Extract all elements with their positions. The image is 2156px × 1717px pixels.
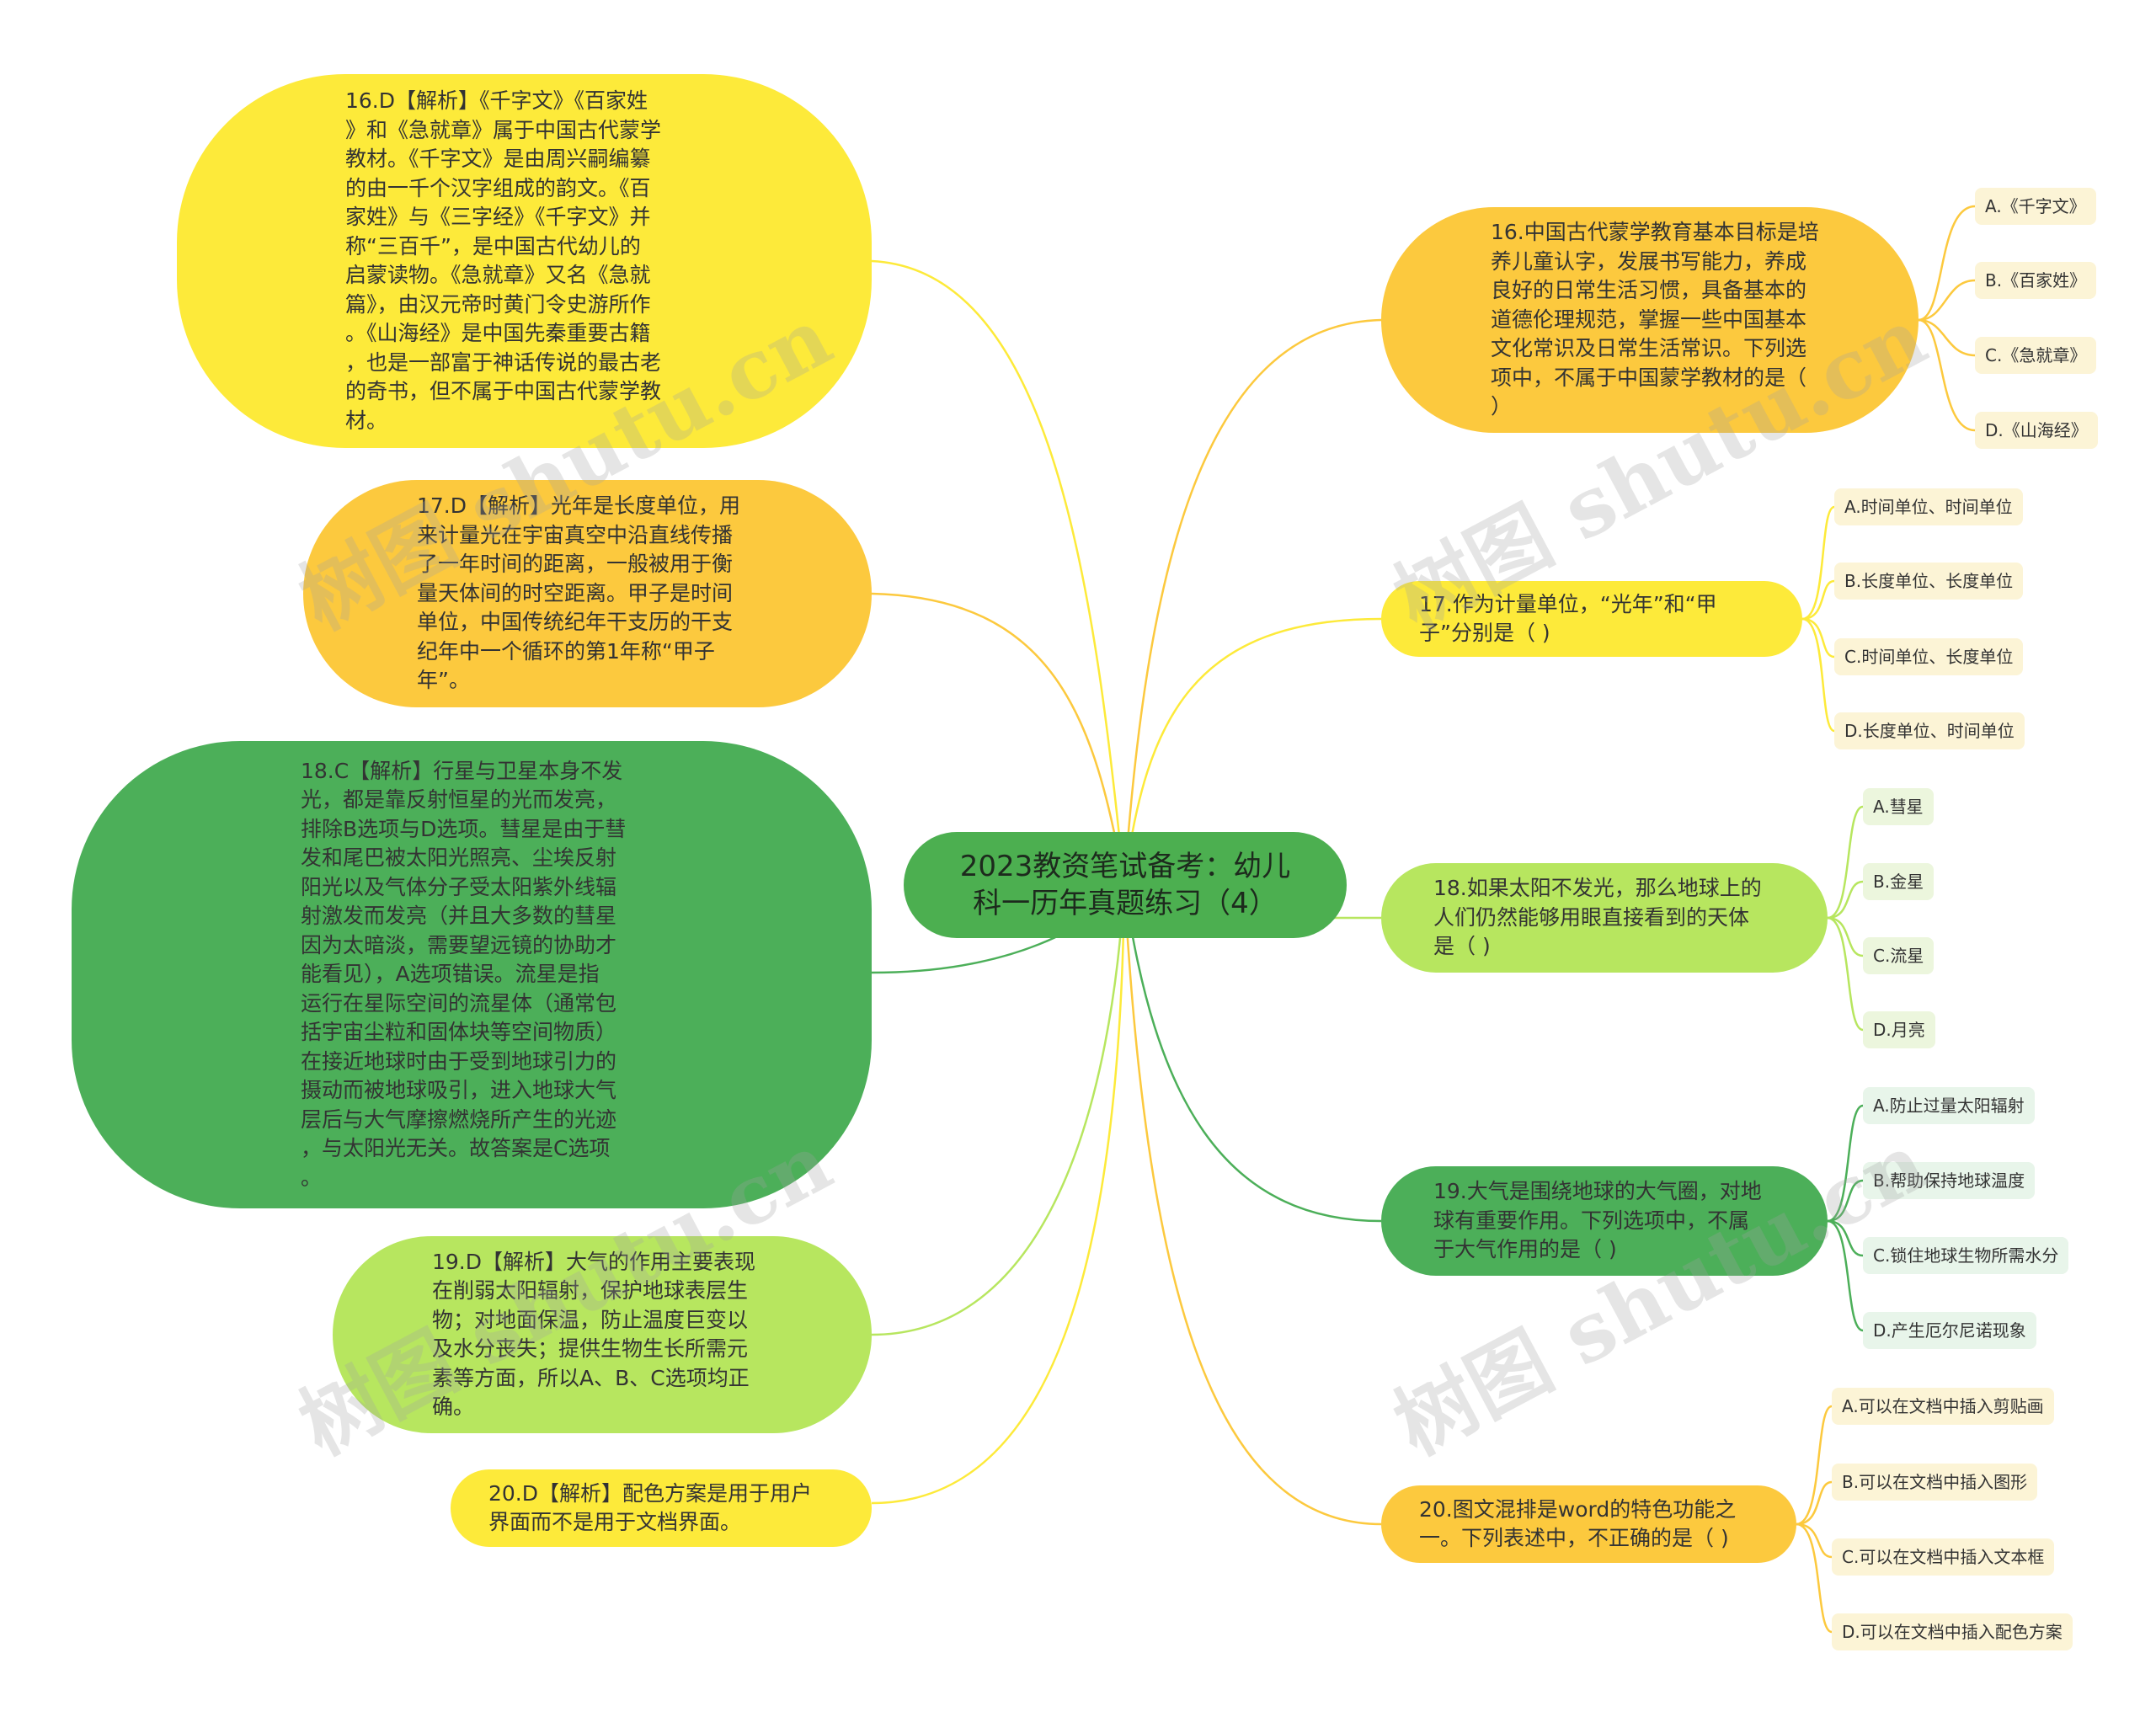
question-16[interactable]: 16.中国古代蒙学教育基本目标是培 养儿童认字，发展书写能力，养成 良好的日常生… (1381, 207, 1919, 433)
option-20-a[interactable]: A.可以在文档中插入剪贴画 (1832, 1388, 2054, 1425)
option-label: C.流星 (1873, 946, 1924, 966)
option-20-d[interactable]: D.可以在文档中插入配色方案 (1832, 1613, 2073, 1650)
option-label: A.防止过量太阳辐射 (1873, 1096, 2025, 1116)
option-16-c[interactable]: C.《急就章》 (1975, 337, 2097, 374)
option-label: D.长度单位、时间单位 (1844, 721, 2015, 741)
option-20-b[interactable]: B.可以在文档中插入图形 (1832, 1464, 2038, 1501)
option-19-c[interactable]: C.锁住地球生物所需水分 (1863, 1237, 2069, 1274)
root-topic[interactable]: 2023教资笔试备考：幼儿 科一历年真题练习（4） (904, 832, 1347, 938)
option-label: B.可以在文档中插入图形 (1842, 1472, 2028, 1492)
question-20[interactable]: 20.图文混排是word的特色功能之 一。下列表述中，不正确的是（ ) (1381, 1485, 1796, 1563)
explanation-16[interactable]: 16.D【解析】《千字文》《百家姓 》和《急就章》属于中国古代蒙学 教材。《千字… (177, 74, 872, 448)
link-q-20 (1123, 884, 1382, 1526)
explanation-19[interactable]: 19.D【解析】大气的作用主要表现 在削弱太阳辐射，保护地球表层生 物；对地面保… (333, 1236, 872, 1433)
option-19-b[interactable]: B.帮助保持地球温度 (1863, 1162, 2036, 1199)
option-19-a[interactable]: A.防止过量太阳辐射 (1863, 1087, 2035, 1124)
link-exp-20 (871, 884, 1126, 1505)
option-16-a[interactable]: A.《千字文》 (1975, 188, 2096, 225)
link-exp-17 (871, 592, 1126, 886)
explanation-17[interactable]: 17.D【解析】光年是长度单位，用 来计量光在宇宙真空中沿直线传播 了一年时间的… (303, 480, 872, 707)
link-q-19 (1123, 884, 1382, 1223)
option-17-a[interactable]: A.时间单位、时间单位 (1834, 488, 2023, 525)
option-label: D.《山海经》 (1985, 420, 2088, 440)
option-20-c[interactable]: C.可以在文档中插入文本框 (1832, 1538, 2055, 1576)
question-17-text: 17.作为计量单位，“光年”和“甲 子”分别是（ ) (1419, 591, 1717, 646)
option-label: D.月亮 (1873, 1020, 1925, 1040)
option-label: D.可以在文档中插入配色方案 (1842, 1622, 2063, 1642)
question-19-text: 19.大气是围绕地球的大气圈，对地 球有重要作用。下列选项中，不属 于大气作用的… (1433, 1179, 1762, 1262)
explanation-18-text: 18.C【解析】行星与卫星本身不发 光，都是靠反射恒星的光而发亮， 排除B选项与… (301, 758, 627, 1190)
option-18-a[interactable]: A.彗星 (1863, 788, 1934, 825)
option-16-b[interactable]: B.《百家姓》 (1975, 262, 2097, 299)
explanation-16-text: 16.D【解析】《千字文》《百家姓 》和《急就章》属于中国古代蒙学 教材。《千字… (345, 88, 662, 433)
explanation-17-text: 17.D【解析】光年是长度单位，用 来计量光在宇宙真空中沿直线传播 了一年时间的… (417, 493, 741, 693)
option-16-d[interactable]: D.《山海经》 (1975, 412, 2098, 449)
explanation-20[interactable]: 20.D【解析】配色方案是用于用户 界面而不是用于文档界面。 (451, 1469, 872, 1547)
option-label: B.《百家姓》 (1985, 270, 2087, 291)
option-label: C.可以在文档中插入文本框 (1842, 1547, 2045, 1567)
root-title: 2023教资笔试备考：幼儿 科一历年真题练习（4） (959, 850, 1291, 920)
option-label: A.《千字文》 (1985, 196, 2086, 216)
question-18[interactable]: 18.如果太阳不发光，那么地球上的 人们仍然能够用眼直接看到的天体 是（ ) (1381, 863, 1828, 973)
option-label: A.彗星 (1873, 797, 1924, 817)
question-16-text: 16.中国古代蒙学教育基本目标是培 养儿童认字，发展书写能力，养成 良好的日常生… (1491, 220, 1819, 419)
option-label: C.时间单位、长度单位 (1844, 647, 2014, 667)
option-label: C.锁住地球生物所需水分 (1873, 1245, 2059, 1266)
link-q-17 (1123, 617, 1382, 886)
option-label: B.帮助保持地球温度 (1873, 1170, 2025, 1191)
option-17-c[interactable]: C.时间单位、长度单位 (1834, 638, 2024, 675)
option-label: D.产生厄尔尼诺现象 (1873, 1320, 2026, 1341)
option-19-d[interactable]: D.产生厄尔尼诺现象 (1863, 1312, 2036, 1349)
option-label: A.时间单位、时间单位 (1844, 497, 2013, 517)
option-17-b[interactable]: B.长度单位、长度单位 (1834, 563, 2024, 600)
option-label: B.长度单位、长度单位 (1844, 571, 2014, 591)
question-20-text: 20.图文混排是word的特色功能之 一。下列表述中，不正确的是（ ) (1419, 1496, 1737, 1551)
link-exp-19 (871, 884, 1126, 1336)
option-18-d[interactable]: D.月亮 (1863, 1011, 1935, 1048)
explanation-20-text: 20.D【解析】配色方案是用于用户 界面而不是用于文档界面。 (488, 1480, 813, 1535)
question-18-text: 18.如果太阳不发光，那么地球上的 人们仍然能够用眼直接看到的天体 是（ ) (1433, 876, 1762, 959)
explanation-18[interactable]: 18.C【解析】行星与卫星本身不发 光，都是靠反射恒星的光而发亮， 排除B选项与… (72, 741, 872, 1208)
question-17[interactable]: 17.作为计量单位，“光年”和“甲 子”分别是（ ) (1381, 581, 1802, 657)
option-label: C.《急就章》 (1985, 345, 2087, 365)
question-19[interactable]: 19.大气是围绕地球的大气圈，对地 球有重要作用。下列选项中，不属 于大气作用的… (1381, 1166, 1828, 1276)
link-q-16 (1123, 318, 1382, 886)
explanation-19-text: 19.D【解析】大气的作用主要表现 在削弱太阳辐射，保护地球表层生 物；对地面保… (432, 1249, 756, 1420)
link-exp-16 (871, 259, 1126, 886)
option-label: A.可以在文档中插入剪贴画 (1842, 1396, 2044, 1416)
option-label: B.金星 (1873, 872, 1924, 892)
option-18-b[interactable]: B.金星 (1863, 863, 1935, 900)
option-18-c[interactable]: C.流星 (1863, 937, 1935, 974)
option-17-d[interactable]: D.长度单位、时间单位 (1834, 712, 2025, 749)
